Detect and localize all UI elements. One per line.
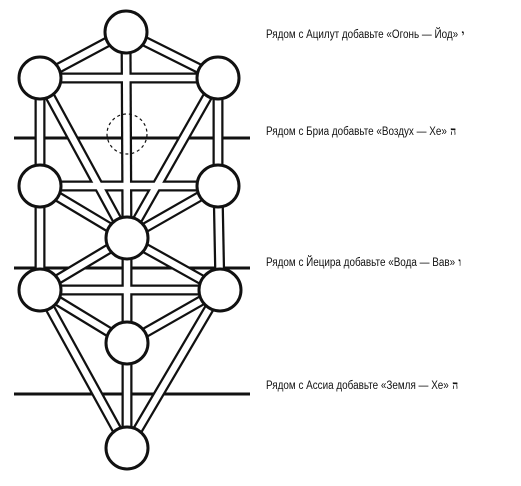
sephira-chesed [195,163,241,209]
sephira-yesod [104,320,150,366]
path-keter-tiferet-fill [122,31,131,239]
world-label-assiah-text: Рядом с Ассиа добавьте «Земля — Хе» [266,380,449,392]
world-label-yetzirah: Рядом с Йецира добавьте «Вода — Вав»ו [266,255,461,270]
sephira-binah [17,55,63,101]
world-label-beriah: Рядом с Бриа добавьте «Воздух — Хе»ה [266,124,456,139]
sephira-malkuth [104,425,150,471]
world-label-atziluth: Рядом с Ацилут добавьте «Огонь — Йод»י [266,27,464,42]
world-label-assiah: Рядом с Ассиа добавьте «Земля — Хе»ה [266,378,458,393]
sephira-tiferet [104,215,150,261]
he-letter: ה [450,124,457,138]
world-label-beriah-text: Рядом с Бриа добавьте «Воздух — Хе» [266,126,447,138]
path-hod-malkuth-fill [37,288,130,450]
world-label-yetzirah-text: Рядом с Йецира добавьте «Вода — Вав» [266,257,456,269]
sephira-chokmah [195,55,241,101]
path-netzach-malkuth-fill [124,288,223,450]
daat-hidden-node [106,113,148,155]
world-label-atziluth-text: Рядом с Ацилут добавьте «Огонь — Йод» [266,29,459,41]
sephirot-group [17,9,243,471]
yod-letter: י [461,27,465,41]
vav-letter: ו [458,255,462,269]
path-binah-tiferet-fill [37,76,130,240]
sephira-netzach [197,267,243,313]
sephira-keter [103,9,149,55]
sephira-gevurah [17,163,63,209]
path-chokmah-tiferet-fill [124,76,221,240]
sephira-hod [17,267,63,313]
he-final-letter: ה [452,378,459,392]
